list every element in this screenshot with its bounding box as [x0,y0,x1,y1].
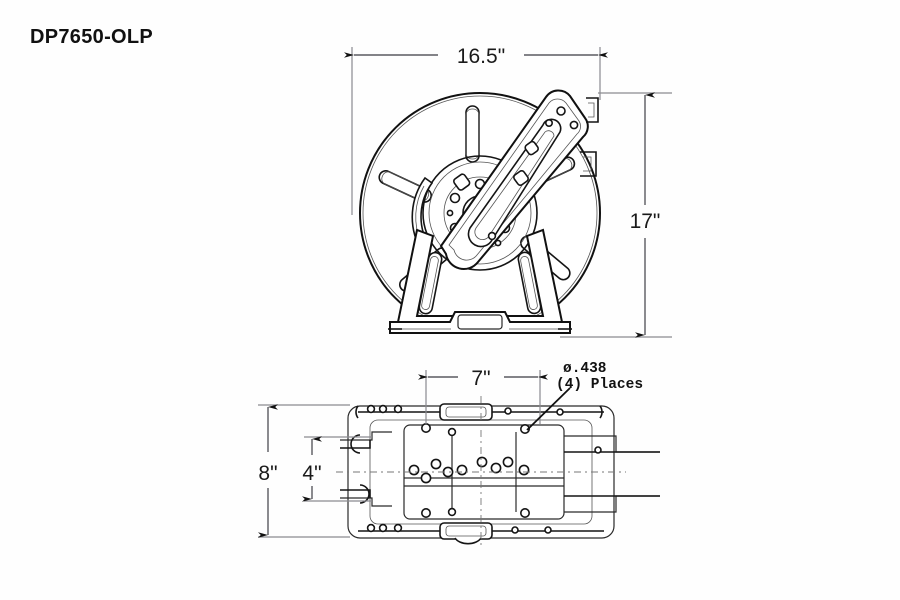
hole-callout-diameter: ø.438 [563,361,607,377]
reel-drum [422,155,538,271]
arm-bolt [487,231,497,241]
arm-bolt [556,106,566,116]
swing-arm-assembly [439,89,589,270]
hub-bolt [449,192,461,204]
plate-bolt-pattern [408,456,530,484]
mount-hole [519,507,530,518]
pedestal-support [388,228,572,334]
right-side-bracket [564,435,660,513]
arm-bolt [453,173,471,191]
arm-bolt [569,120,579,130]
dim-label-hole-spacing: 7" [471,367,490,390]
top-view-base [336,396,660,548]
hole-callout-places: (4) Places [556,377,643,393]
base-center-riser [457,314,503,330]
leg-slot-right [517,251,542,315]
bottom-spindle [358,522,604,545]
leg-slot-left [418,251,443,315]
mounting-holes-438 [420,422,530,518]
hole-callout: ø.438 (4) Places [526,361,643,431]
arm-bolt [544,119,553,128]
bolt-hole [408,464,420,476]
bolt-hole [518,464,530,476]
mount-hole [420,507,431,518]
top-spindle [355,403,604,421]
left-side-bracket [340,431,392,507]
dim-label-base-inner: 4" [302,462,321,485]
mount-hole [420,422,431,433]
bolt-hole [476,456,488,468]
bolt-hole [420,472,432,484]
dimension-width-16-5: 16.5" [344,45,608,215]
spindle-collar [439,403,493,421]
arm-bolt [513,170,529,186]
hose-roller-brackets [580,97,599,177]
bolt-hole [502,456,514,468]
dimension-depth-8: 8" [258,404,350,538]
reel-drum-inner [428,161,532,265]
bolt-hole [490,462,502,474]
page-title: DP7650-OLP [30,26,154,48]
arm-bolt [524,140,539,156]
dimension-depth-4: 4" [302,436,372,502]
spindle-collar [439,522,493,540]
dim-label-height: 17" [630,210,661,233]
bolt-hole [456,464,468,476]
dimension-height-17: 17" [560,92,672,338]
dim-label-base-depth: 8" [258,462,277,485]
dim-label-width: 16.5" [457,45,505,68]
front-view-reel [359,89,601,334]
dimension-width-7: 7" [418,367,548,424]
bolt-hole [430,458,442,470]
